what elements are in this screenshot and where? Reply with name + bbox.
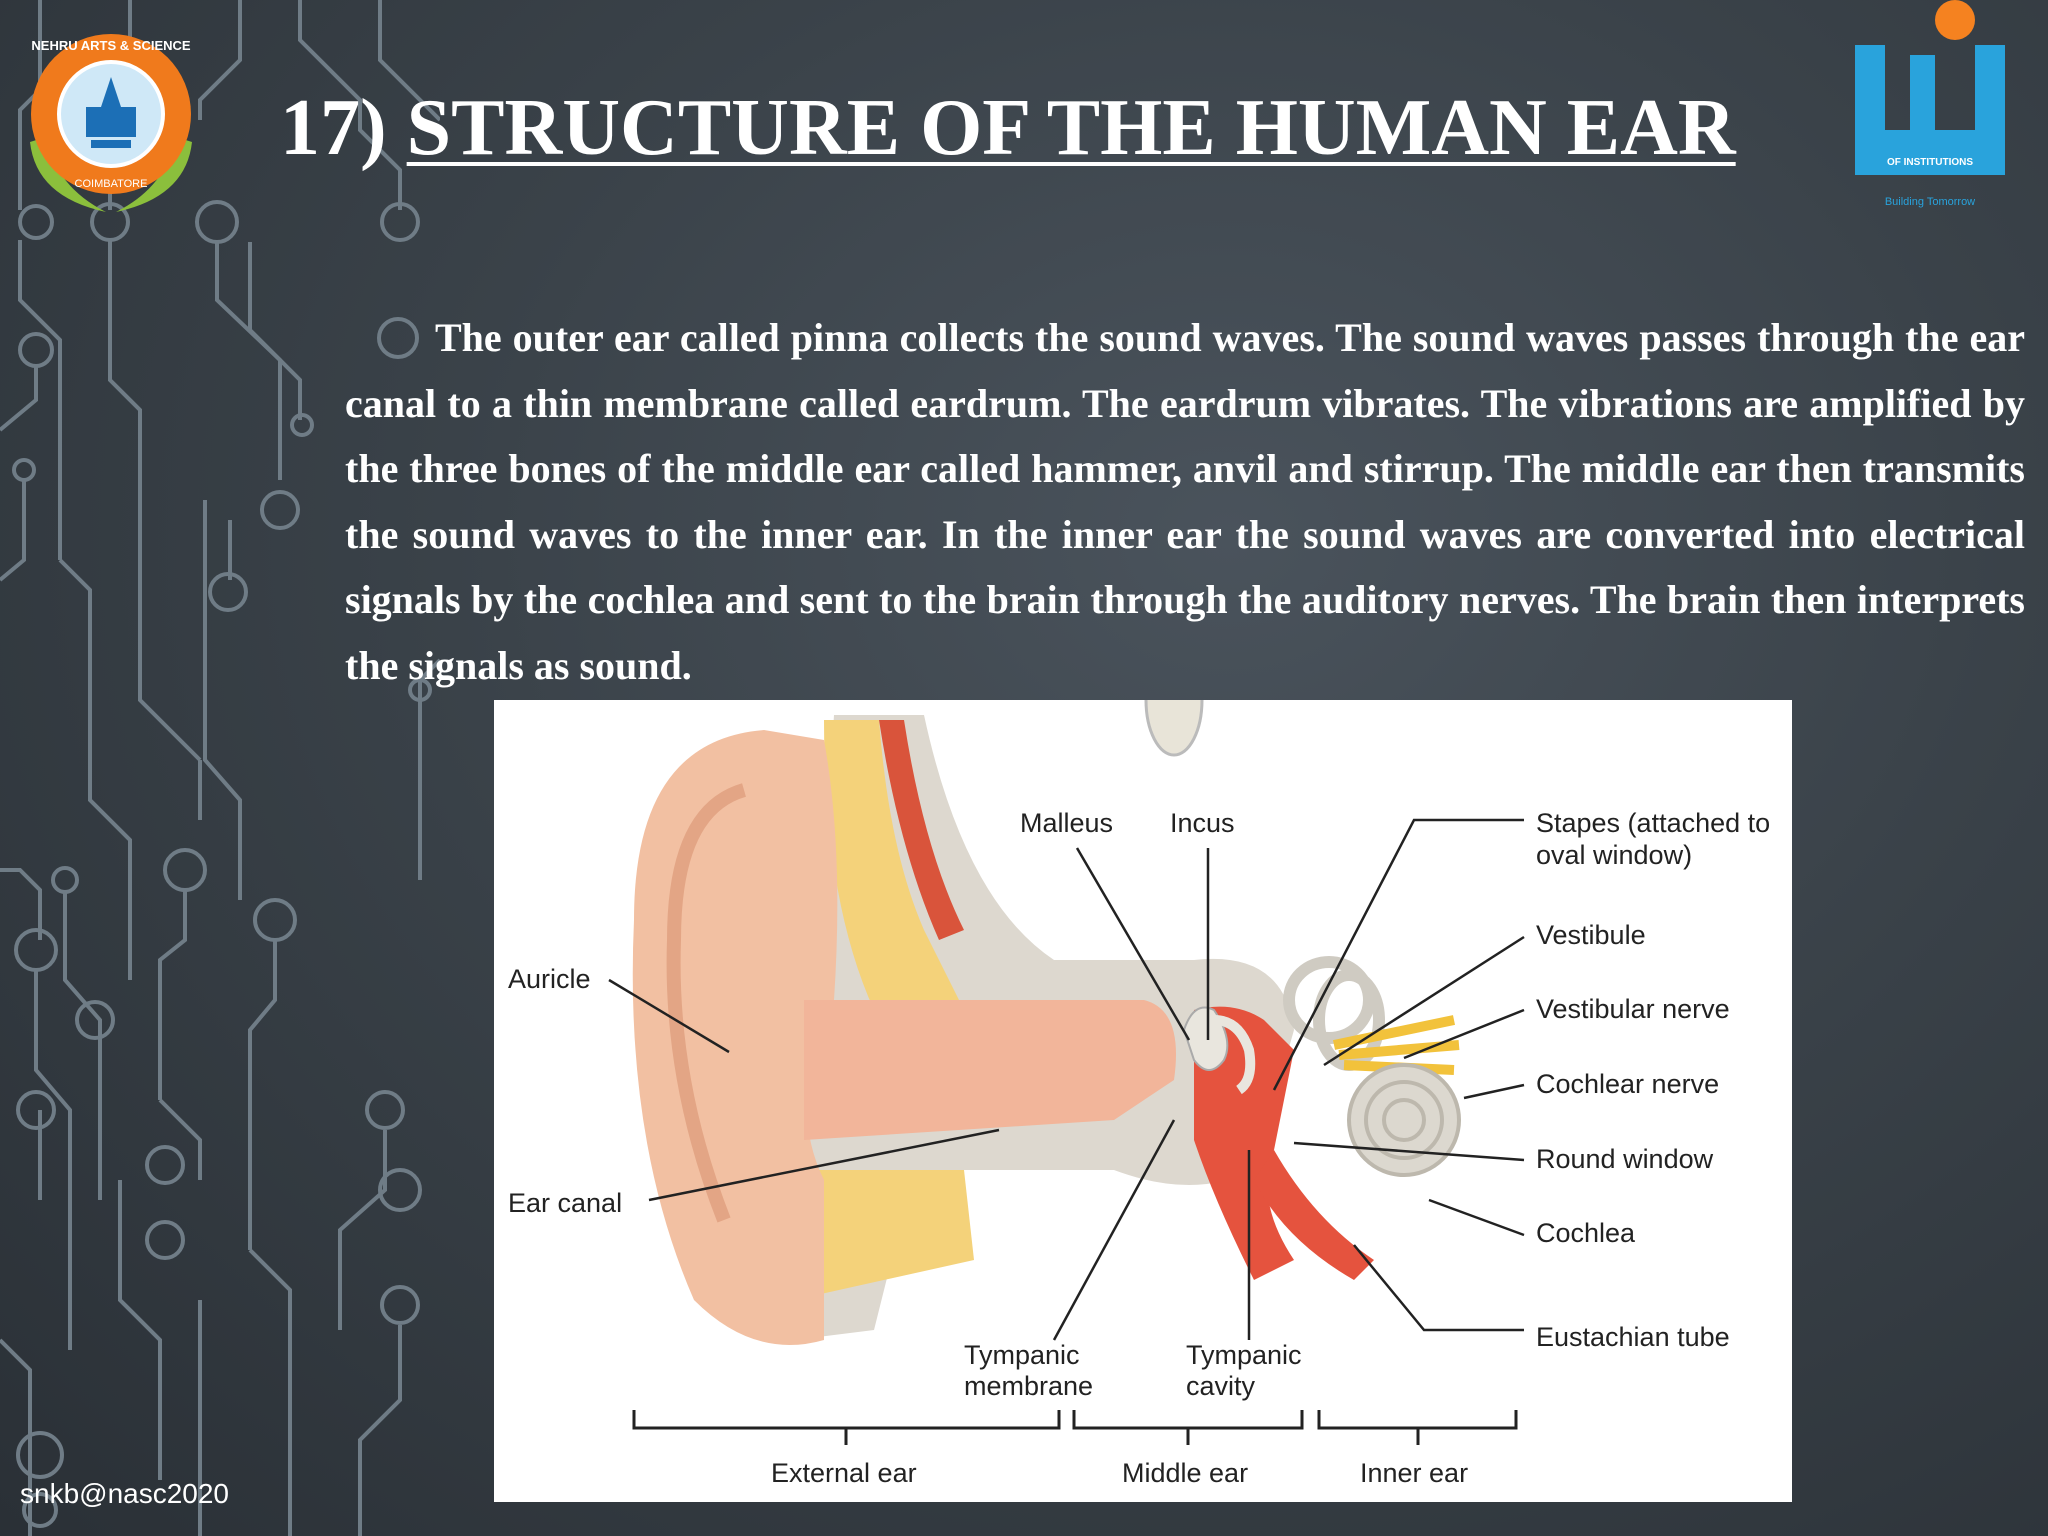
label-eustachian-tube: Eustachian tube [1536, 1322, 1730, 1353]
label-cochlea: Cochlea [1536, 1218, 1635, 1249]
label-ear-canal: Ear canal [508, 1188, 622, 1219]
college-seal-icon: NEHRU ARTS & SCIENCE COIMBATORE [16, 22, 206, 222]
label-tympanic-cavity-line2: cavity [1186, 1371, 1255, 1402]
label-stapes-line1: Stapes (attached to [1536, 808, 1770, 839]
label-tympanic-membrane-line1: Tympanic [964, 1340, 1080, 1371]
label-cochlear-nerve: Cochlear nerve [1536, 1069, 1719, 1100]
label-stapes-line2: oval window) [1536, 840, 1692, 871]
nehru-group-logo-icon: OF INSTITUTIONS Building Tomorrow [1845, 0, 2015, 215]
footer-credit: snkb@nasc2020 [20, 1478, 229, 1510]
slide-title: 17) STRUCTURE OF THE HUMAN EAR [280, 88, 1736, 168]
title-number: 17) [280, 84, 387, 172]
label-middle-ear: Middle ear [1122, 1458, 1248, 1489]
svg-text:NEHRU ARTS & SCIENCE: NEHRU ARTS & SCIENCE [31, 38, 190, 53]
svg-text:OF INSTITUTIONS: OF INSTITUTIONS [1887, 157, 1973, 168]
label-inner-ear: Inner ear [1360, 1458, 1468, 1489]
label-vestibular-nerve: Vestibular nerve [1536, 994, 1730, 1025]
label-vestibule: Vestibule [1536, 920, 1646, 951]
label-external-ear: External ear [771, 1458, 917, 1489]
title-text: STRUCTURE OF THE HUMAN EAR [407, 84, 1736, 172]
ear-anatomy-diagram: Malleus Incus Stapes (attached to oval w… [494, 700, 1792, 1502]
svg-text:COIMBATORE: COIMBATORE [75, 178, 148, 190]
circuit-board-decoration [0, 0, 440, 1536]
label-auricle: Auricle [508, 964, 591, 995]
label-round-window: Round window [1536, 1144, 1713, 1175]
label-tympanic-cavity-line1: Tympanic [1186, 1340, 1302, 1371]
label-tympanic-membrane-line2: membrane [964, 1371, 1093, 1402]
label-incus: Incus [1170, 808, 1235, 839]
label-malleus: Malleus [1020, 808, 1113, 839]
body-paragraph: The outer ear called pinna collects the … [345, 305, 2025, 698]
svg-text:Building Tomorrow: Building Tomorrow [1885, 196, 1975, 208]
